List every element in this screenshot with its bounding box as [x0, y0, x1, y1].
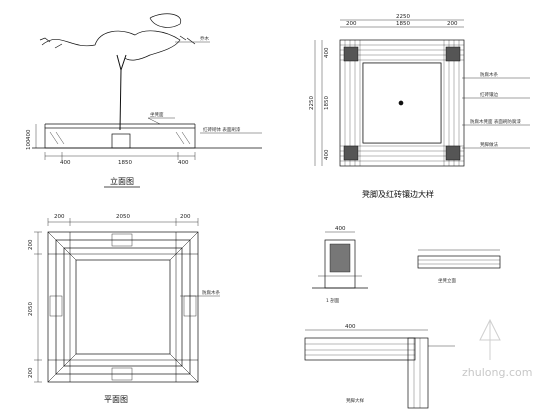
detail-view: 200 1850 200 2250 400 1850 400 2250 防腐木条… — [309, 14, 530, 199]
dim-detail-top-3: 200 — [447, 21, 458, 27]
dim-elev-1: 400 — [60, 160, 71, 166]
dim-plan-left-2: 2050 — [28, 302, 34, 316]
section-label-a: 1 剖面 — [326, 297, 340, 304]
section-views: 400 1 剖面 坐凳立面 400 凳脚大样 — [304, 226, 501, 409]
detail-note-1: 防腐木条 — [480, 71, 498, 78]
detail-note-3: 防腐木凳面 表面刷防腐漆 — [470, 118, 521, 125]
dim-plan-top-3: 200 — [180, 214, 191, 220]
title-plan: 平面图 — [104, 395, 128, 404]
plan-view: 200 2050 200 200 2050 200 防腐木条 平面图 — [28, 214, 220, 404]
dim-plan-top-1: 200 — [54, 214, 65, 220]
l-detail: 400 — [304, 324, 455, 409]
detail-note-4: 凳脚做法 — [480, 141, 498, 148]
tree-icon — [39, 13, 196, 131]
center-mark — [398, 100, 404, 106]
section-label-c: 凳脚大样 — [346, 397, 364, 404]
dim-elev-left-1: 400 — [26, 129, 32, 140]
dim-detail-top-1: 200 — [346, 21, 357, 27]
plan-note: 防腐木条 — [202, 289, 220, 296]
dim-detail-left-1: 400 — [324, 47, 330, 58]
dim-detail-left-total: 2250 — [309, 96, 315, 110]
dim-detail-top-2: 1850 — [396, 21, 410, 27]
dim-section-b: 400 — [345, 324, 356, 330]
watermark-text: zhulong.com — [462, 366, 532, 379]
dim-plan-left-3: 200 — [28, 367, 34, 378]
note-bench: 坐凳面 — [150, 111, 164, 118]
watermark: zhulong.com — [462, 318, 532, 379]
title-detail: 凳脚及红砖镶边大样 — [362, 189, 434, 199]
section-label-b: 坐凳立面 — [438, 277, 456, 284]
dim-detail-left-3: 400 — [324, 149, 330, 160]
dim-plan-left-1: 200 — [28, 239, 34, 250]
note-elevation-right: 红砖砌体 表面刷漆 — [203, 126, 241, 133]
elevation-view: 乔木 坐凳面 红砖砌体 表面刷漆 400 1850 400 400 10 — [26, 13, 262, 188]
title-elevation: 立面图 — [110, 176, 134, 186]
dim-section-a: 400 — [335, 226, 346, 232]
note-tree: 乔木 — [200, 35, 209, 42]
detail-note-2: 红砖镶边 — [480, 91, 498, 98]
dim-plan-top-2: 2050 — [116, 214, 130, 220]
dim-detail-left-2: 1850 — [324, 96, 330, 110]
dim-elev-3: 400 — [178, 160, 189, 166]
dim-elev-left-2: 100 — [26, 139, 32, 150]
bench-body — [44, 127, 196, 149]
dim-detail-top-total: 2250 — [396, 14, 410, 20]
dim-elev-2: 1850 — [118, 160, 132, 166]
